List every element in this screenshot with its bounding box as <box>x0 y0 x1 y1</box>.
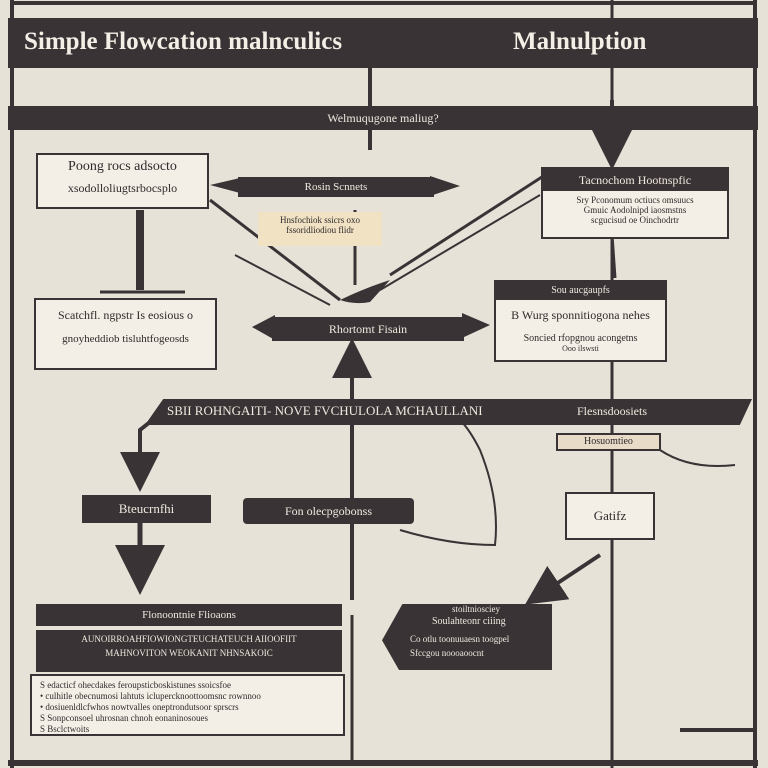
node-bottom-left-line1: AUNOIRROAHFIOWIONGTEUCHATEUCH AIIOOFIIT <box>81 634 297 644</box>
center-pill: Fon olecpgobonss <box>243 498 414 524</box>
node-bottom-center-header: stoiltniosciey <box>452 604 500 614</box>
node-bottom-center-line1: Soulahteonr ciiing <box>432 616 506 627</box>
arrow-top: Rosin Scnnets <box>238 177 434 197</box>
node-bottom-center-line2: Co otlu toonuuaesn toogpel <box>410 634 510 644</box>
node-top-right-line3: scgucisud oe Oinchodrtr <box>591 215 679 225</box>
node-mid-left-line1: Scatchfl. ngpstr Is eosious o <box>58 308 193 322</box>
banner: SBII ROHNGAITI- NOVE FVCHULOLA MCHAULLAN… <box>145 399 752 425</box>
bottom-frame <box>8 760 758 766</box>
node-mid-right-header: Sou aucgaupfs <box>496 282 665 300</box>
legend-item: S Sonpconsoel uhrosnan chnoh eonaninosou… <box>40 713 208 723</box>
page-title-right: Malnulption <box>513 28 647 55</box>
node-top-right-header: Tacnochom Hootnspfic <box>543 169 727 191</box>
node-top-right: Tacnochom Hootnspfic Sry Pconomum octiuc… <box>541 167 729 239</box>
node-mid-right-line3: Ooo ilswsti <box>562 344 599 353</box>
note-top-line1: Hnsfochiok ssicrs oxo <box>280 215 360 225</box>
node-mid-left: Scatchfl. ngpstr Is eosious o gnoyheddio… <box>34 298 217 370</box>
subtitle-bar: Welmuqugone maliug? <box>8 106 758 130</box>
banner-right: Flesnsdoosiets <box>577 404 648 418</box>
node-bottom-center-line3: Sfccgou noooaoocnt <box>410 648 484 658</box>
gate-box: Gatifz <box>565 492 655 540</box>
node-top-left-line2: xsodolloliugtsrbocsplo <box>67 181 178 195</box>
node-top-left-line1: Poong rocs adsocto <box>68 159 177 174</box>
note-top: Hnsfochiok ssicrs oxo fssoridliodiou fli… <box>258 212 382 246</box>
left-pill: Bteucrnfhi <box>82 495 211 523</box>
legend-item: • culhitle obecnumosi lahtuts icluperckn… <box>40 691 261 701</box>
node-top-left: Poong rocs adsocto xsodolloliugtsrbocspl… <box>36 153 209 209</box>
small-tag: Hosuomtieo <box>556 433 661 451</box>
node-mid-left-line2: gnoyheddiob tisluhtfogeosds <box>62 333 189 345</box>
note-top-line2: fssoridliodiou flidr <box>286 225 354 235</box>
legend: S edacticf ohecdakes feroupsticboskistun… <box>30 674 345 736</box>
legend-item: • dosiuenldlcfwhos nowtvalles oneptrondu… <box>40 702 239 712</box>
page-title: Simple Flowcation malnculics <box>24 28 343 55</box>
node-bottom-left: Flonoontnie Flioaons AUNOIRROAHFIOWIONGT… <box>36 604 342 672</box>
legend-item: S Bsclctwoits <box>40 724 90 734</box>
node-mid-right: Sou aucgaupfs B Wurg sponnitiogona nehes… <box>494 280 667 362</box>
legend-item: S edacticf ohecdakes feroupsticboskistun… <box>40 680 231 690</box>
node-bottom-left-header: Flonoontnie Flioaons <box>36 604 342 626</box>
header-bar: Simple Flowcation malnculics Malnulption <box>8 18 758 68</box>
node-mid-right-line1: B Wurg sponnitiogona nehes <box>511 308 650 322</box>
node-bottom-left-line2: MAHNOVITON WEOKANIT NHNSAKOIC <box>105 648 273 658</box>
node-top-right-line2: Gmuic Aodolnipd iaosmstns <box>583 205 687 215</box>
node-top-right-line1: Sry Pconomum octiucs omsuucs <box>576 195 694 205</box>
node-bottom-left-body: AUNOIRROAHFIOWIONGTEUCHATEUCH AIIOOFIIT … <box>36 630 342 672</box>
arrow-center: Rhortomt Fisain <box>272 317 464 341</box>
node-bottom-center: stoiltniosciey Soulahteonr ciiing Co otl… <box>382 604 552 670</box>
node-mid-right-line2: Soncied rfopgnou acongetns <box>523 333 638 344</box>
banner-left: SBII ROHNGAITI- NOVE FVCHULOLA MCHAULLAN… <box>167 403 483 418</box>
